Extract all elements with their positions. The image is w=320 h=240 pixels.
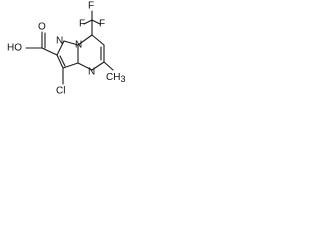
bond-c5-methyl: [103, 61, 114, 71]
bond-n1-c2: [56, 40, 65, 56]
bond-c2-carboxyl-carbon: [41, 47, 58, 56]
bond-c2-c3: [56, 54, 64, 69]
bond-c3-c3a: [62, 62, 79, 69]
carboxyl-oxygen-label: O: [38, 22, 46, 33]
ring-nitrogen-label-2: N: [75, 40, 82, 51]
fluorine-left-label: F: [79, 19, 85, 30]
fluorine-top-label: F: [88, 1, 94, 12]
bond-c5-n4: [91, 61, 105, 71]
methyl-main-label: CH: [106, 72, 120, 83]
methyl-label: CH3: [106, 72, 125, 85]
hydroxyl-label: HO: [7, 43, 22, 54]
bond-n8a-c7: [77, 34, 93, 46]
ring-nitrogen-label-3: N: [88, 67, 95, 78]
chemical-structure-diagram: F F F N N N O HO Cl CH3: [7, 1, 125, 97]
chlorine-label: Cl: [56, 86, 65, 97]
bond-cf3-f-left: [83, 19, 93, 25]
bond-n8a-n1: [63, 40, 79, 46]
bond-cf3-f-right: [91, 19, 101, 25]
bond-c7-c6: [91, 34, 105, 46]
bond-n4-c3a: [77, 62, 93, 71]
methyl-subscript-label: 3: [120, 74, 125, 84]
fluorine-right-label: F: [99, 19, 105, 30]
bond-c2-c3-double: [59, 55, 66, 67]
ring-nitrogen-label-1: N: [56, 36, 63, 47]
